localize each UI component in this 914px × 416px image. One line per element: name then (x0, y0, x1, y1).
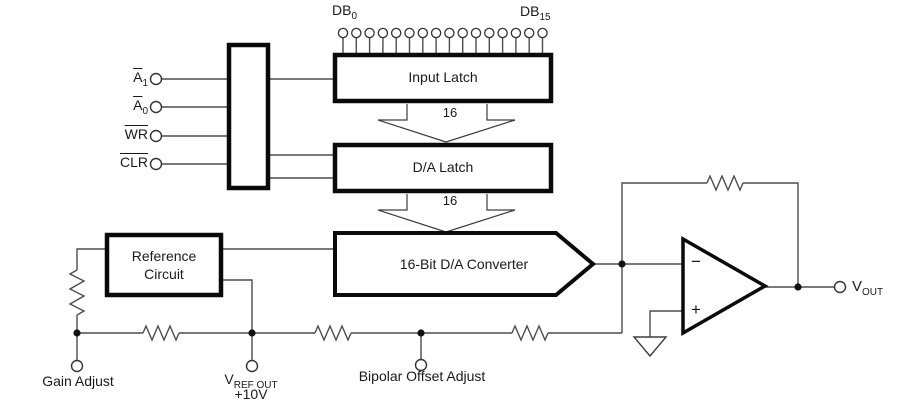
db15-label: DB15 (520, 3, 551, 23)
junction-dots (73, 260, 802, 337)
control-input-wires (161, 78, 229, 165)
bottom-rail (77, 264, 623, 342)
bus-arrow-2-left (377, 194, 447, 233)
rail-resistor-1 (142, 324, 180, 342)
decoder-output-wires (268, 78, 336, 179)
terminal-stems (76, 333, 422, 361)
feedback-resistor (706, 174, 744, 192)
bipolar-offset-terminal (414, 358, 428, 372)
da-latch-label: D/A Latch (412, 159, 474, 176)
a1-terminal (149, 72, 163, 86)
bipolar-node-dot (417, 329, 425, 337)
feedback-loop (621, 174, 799, 287)
opamp-triangle (681, 235, 769, 337)
output-junction-dot (794, 283, 802, 291)
db0-label: DB0 (332, 2, 358, 22)
clr-terminal (149, 157, 163, 171)
clr-label: CLR (119, 154, 148, 170)
wr-terminal (149, 129, 163, 143)
decoder-block (226, 42, 271, 191)
da-latch-block (332, 142, 554, 194)
vref-out-label: VREF OUT +10V (224, 371, 278, 403)
rail-resistor-3 (511, 324, 549, 342)
summing-junction-dot (618, 260, 626, 268)
a1-label: A1 (133, 69, 148, 89)
gain-adjust-label: Gain Adjust (42, 373, 114, 389)
bus-arrow-2-right (445, 194, 516, 233)
bus-arrows (377, 104, 516, 233)
gain-node-dot (73, 329, 81, 337)
bus-width-2: 16 (442, 193, 458, 208)
terminals (70, 72, 847, 373)
rail-resistor-2 (314, 324, 352, 342)
a0-terminal (149, 100, 163, 114)
wr-label: WR (124, 126, 148, 142)
vout-terminal (833, 280, 847, 294)
reference-circuit-label: Reference Circuit (131, 248, 197, 282)
bus-arrow-1-left (377, 104, 447, 143)
opamp-inverting-label: − (691, 252, 701, 271)
ground-icon (632, 336, 668, 358)
vref-node-dot (248, 329, 256, 337)
dac-block (333, 231, 597, 297)
opamp-noninverting-label: + (691, 300, 701, 319)
blocks (104, 42, 769, 337)
bus-arrow-1-right (445, 104, 516, 143)
input-latch-block (332, 52, 554, 104)
a0-label: A0 (133, 97, 148, 117)
input-latch-label: Input Latch (408, 69, 478, 86)
vref-out-terminal (245, 359, 259, 373)
reference-wires (68, 248, 336, 333)
bus-width-1: 16 (442, 105, 458, 120)
data-bus-pins (337, 27, 548, 39)
vout-label: VOUT (852, 278, 884, 298)
gain-adjust-terminal (70, 359, 84, 373)
reference-circuit-block (104, 232, 224, 298)
dac-label: 16-Bit D/A Converter (399, 256, 529, 273)
gain-resistor (68, 269, 86, 316)
bipolar-offset-label: Bipolar Offset Adjust (358, 368, 486, 384)
